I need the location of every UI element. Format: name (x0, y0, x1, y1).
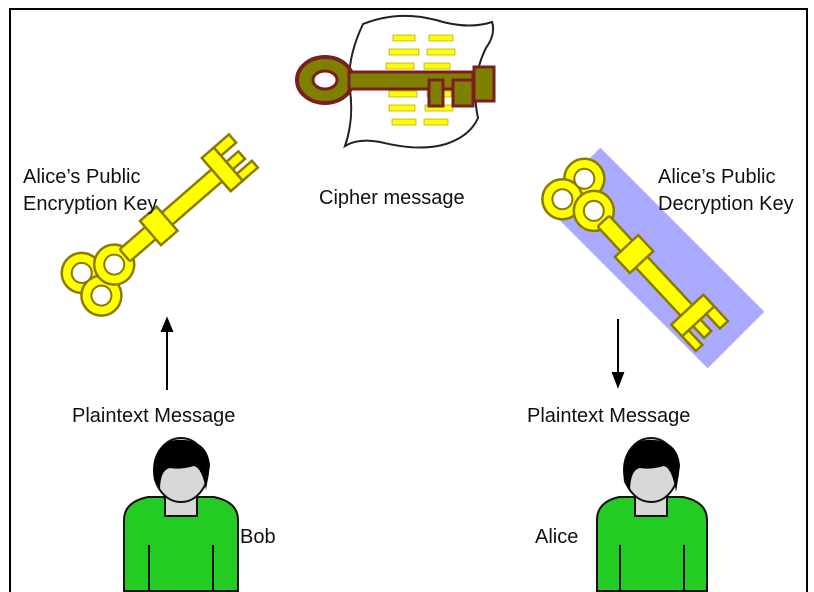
encryption-key-icon (52, 124, 269, 326)
cipher-scroll-key-icon (295, 14, 496, 149)
alice-person-icon (596, 437, 708, 592)
encryption-key-label-line1: Alice’s Public (23, 166, 141, 188)
cipher-key (295, 55, 496, 108)
diagram-frame (9, 8, 808, 592)
alice-name-label: Alice (535, 526, 579, 548)
decryption-key-label-line1: Alice’s Public (658, 166, 776, 188)
encryption-key-label-line2: Encryption Key (23, 193, 158, 215)
plaintext-message-label-left: Plaintext Message (72, 405, 236, 427)
plaintext-message-label-right: Plaintext Message (527, 405, 691, 427)
bob-person-icon (123, 437, 239, 592)
arrow-up-icon (160, 316, 174, 390)
cipher-message-label: Cipher message (319, 187, 465, 209)
bob-name-label: Bob (240, 526, 276, 548)
arrow-down-icon (611, 319, 625, 389)
decryption-key-label-line2: Decryption Key (658, 193, 794, 215)
